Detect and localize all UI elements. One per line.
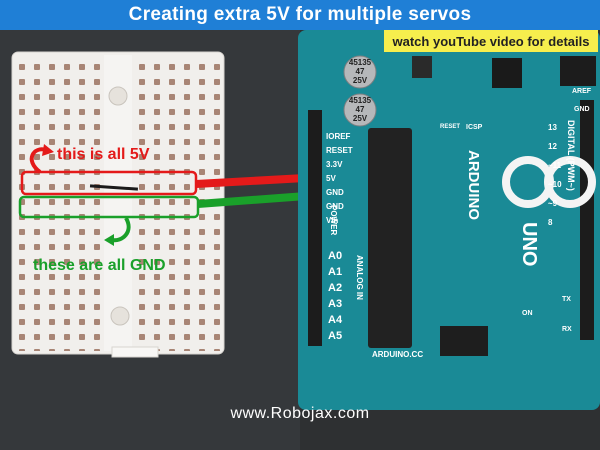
youtube-note: watch youTube video for details (384, 30, 598, 52)
pin-gnd1-label: GND (326, 188, 344, 197)
pin-a3-label: A3 (328, 298, 343, 310)
pin-a2-label: A2 (328, 282, 343, 294)
breadboard (11, 51, 225, 358)
pin-a1-label: A1 (328, 266, 343, 278)
title-banner: Creating extra 5V for multiple servos (0, 0, 600, 30)
analog-section-label: ANALOG IN (355, 255, 364, 300)
capacitor-2-code: 45135 (348, 96, 372, 105)
pin-ioref-label: IOREF (326, 132, 351, 141)
model-label: UNO (518, 222, 540, 267)
ground-wire (197, 192, 307, 208)
pin-5v-label: 5V (326, 174, 336, 183)
capacitor-1-value: 47 (355, 67, 365, 76)
pin-11-label: ~11 (548, 161, 562, 170)
capacitor-1-voltage: 25V (352, 76, 368, 85)
pin-13-label: 13 (548, 123, 557, 132)
rx-label: RX (562, 326, 572, 333)
capacitor-1-label: 45135 47 25V (346, 58, 374, 85)
pin-10-label: ~10 (548, 180, 562, 189)
pin-12-label: 12 (548, 142, 557, 151)
capacitor-2-label: 45135 47 25V (346, 96, 374, 123)
capacitor-2-voltage: 25V (352, 114, 368, 123)
pin-a5-label: A5 (328, 330, 343, 342)
analog-pin-labels: A0 A1 A2 A3 A4 A5 (328, 248, 342, 344)
pin-reset-label: RESET (326, 146, 353, 155)
arduino-board (298, 30, 600, 410)
capacitor-1-code: 45135 (348, 58, 372, 67)
website-watermark: www.Robojax.com (230, 405, 370, 422)
youtube-note-text: watch youTube video for details (392, 33, 590, 49)
icsp-label: ICSP (466, 124, 483, 131)
tx-label: TX (562, 296, 571, 303)
ground-rail-highlight (18, 195, 200, 219)
pin-3v3-label: 3.3V (326, 160, 343, 169)
pin-a4-label: A4 (328, 314, 343, 326)
red-arrowhead (42, 144, 54, 156)
gnd-silk-label: GND (574, 106, 590, 113)
curved-arrow-green (111, 217, 131, 243)
board-url-label: ARDUINO.CC (372, 350, 424, 359)
pin-9-label: ~9 (548, 199, 558, 208)
power-rail-label: this is all 5V (57, 146, 150, 163)
capacitor-2-value: 47 (355, 105, 365, 114)
pin-a0-label: A0 (328, 250, 343, 262)
pin-8-label: 8 (548, 218, 553, 227)
on-label: ON (522, 310, 533, 317)
ground-rail-label: these are all GND (33, 257, 166, 274)
header-pin-labels: IOREF RESET 3.3V 5V GND GND Vin (326, 130, 353, 228)
power-section-label: POWER (329, 205, 338, 236)
digital-pin-labels: 13 12 ~11 ~10 ~9 8 (548, 118, 562, 232)
aref-label: AREF (572, 88, 592, 95)
title-text: Creating extra 5V for multiple servos (128, 4, 472, 25)
green-arrowhead (104, 234, 114, 246)
reset-silk-label: RESET (440, 124, 461, 130)
power-wire (195, 174, 306, 188)
digital-label: DIGITAL (PWM~) (566, 120, 576, 191)
pin-gnd2-label: GND (326, 202, 344, 211)
pin-vin-label: Vin (326, 216, 339, 225)
brand-label: ARDUINO (465, 150, 482, 220)
